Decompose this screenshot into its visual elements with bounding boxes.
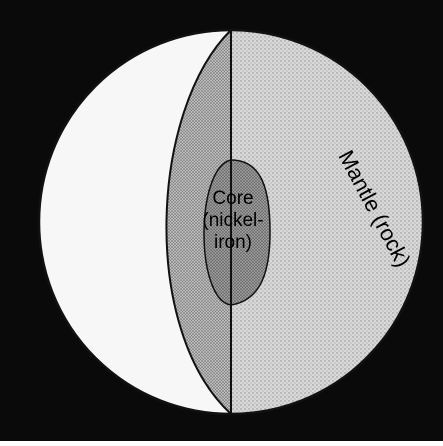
core-label-line2: (nickel-: [202, 210, 263, 231]
core-label-line1: Core: [212, 188, 253, 209]
core-label-line3: iron): [214, 232, 252, 253]
